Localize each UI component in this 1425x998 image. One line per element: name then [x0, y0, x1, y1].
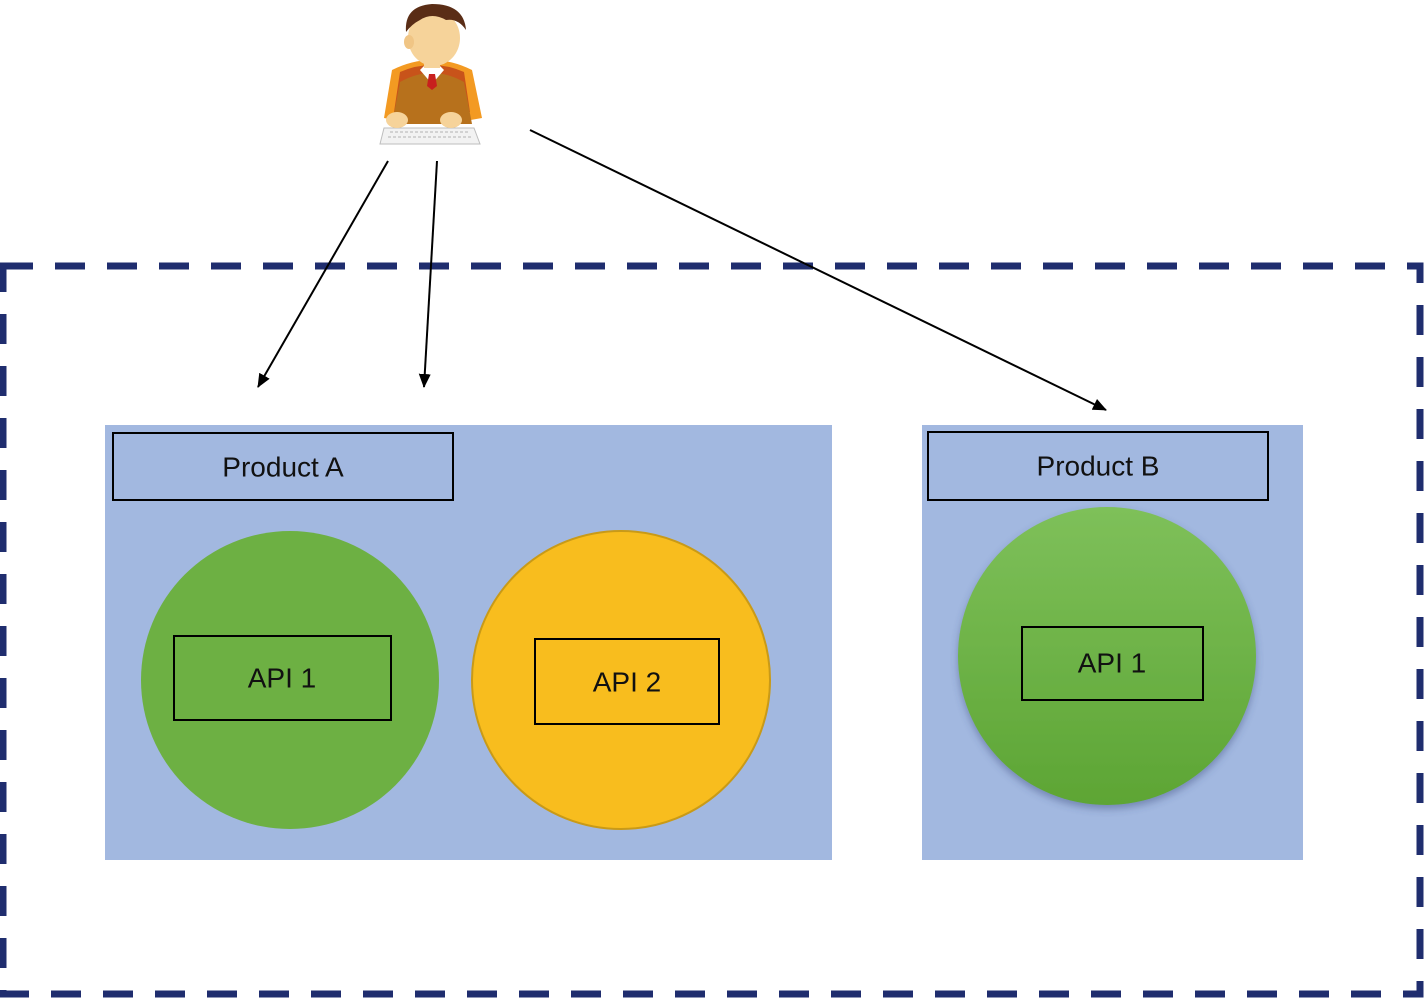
product-a-api-1-label: API 1 [248, 663, 316, 694]
product-a-api-2-box [534, 638, 720, 725]
arrow-to-product-a-2 [418, 160, 438, 388]
product-a-api-1-box [173, 635, 392, 721]
product-b-api-1-label: API 1 [1078, 648, 1146, 679]
product-b-container: Product B API 1 [922, 425, 1303, 860]
arrow-to-product-b [529, 129, 1107, 411]
product-b-title: Product B [1037, 451, 1160, 482]
product-b-title-box [927, 431, 1269, 501]
product-a-title-box [112, 432, 454, 501]
product-a-api-2-circle [471, 530, 771, 830]
product-a-api-1-circle [141, 531, 439, 829]
product-b-api-1-circle [958, 507, 1256, 805]
person-at-keyboard-icon [379, 4, 482, 145]
product-a-title: Product A [222, 452, 344, 483]
product-b-api-1-box [1021, 626, 1204, 701]
product-a-container: Product A API 1 API 2 [105, 425, 832, 860]
product-a-api-2-label: API 2 [593, 667, 661, 698]
system-boundary [0, 262, 1424, 998]
arrow-to-product-a-1 [257, 160, 389, 388]
